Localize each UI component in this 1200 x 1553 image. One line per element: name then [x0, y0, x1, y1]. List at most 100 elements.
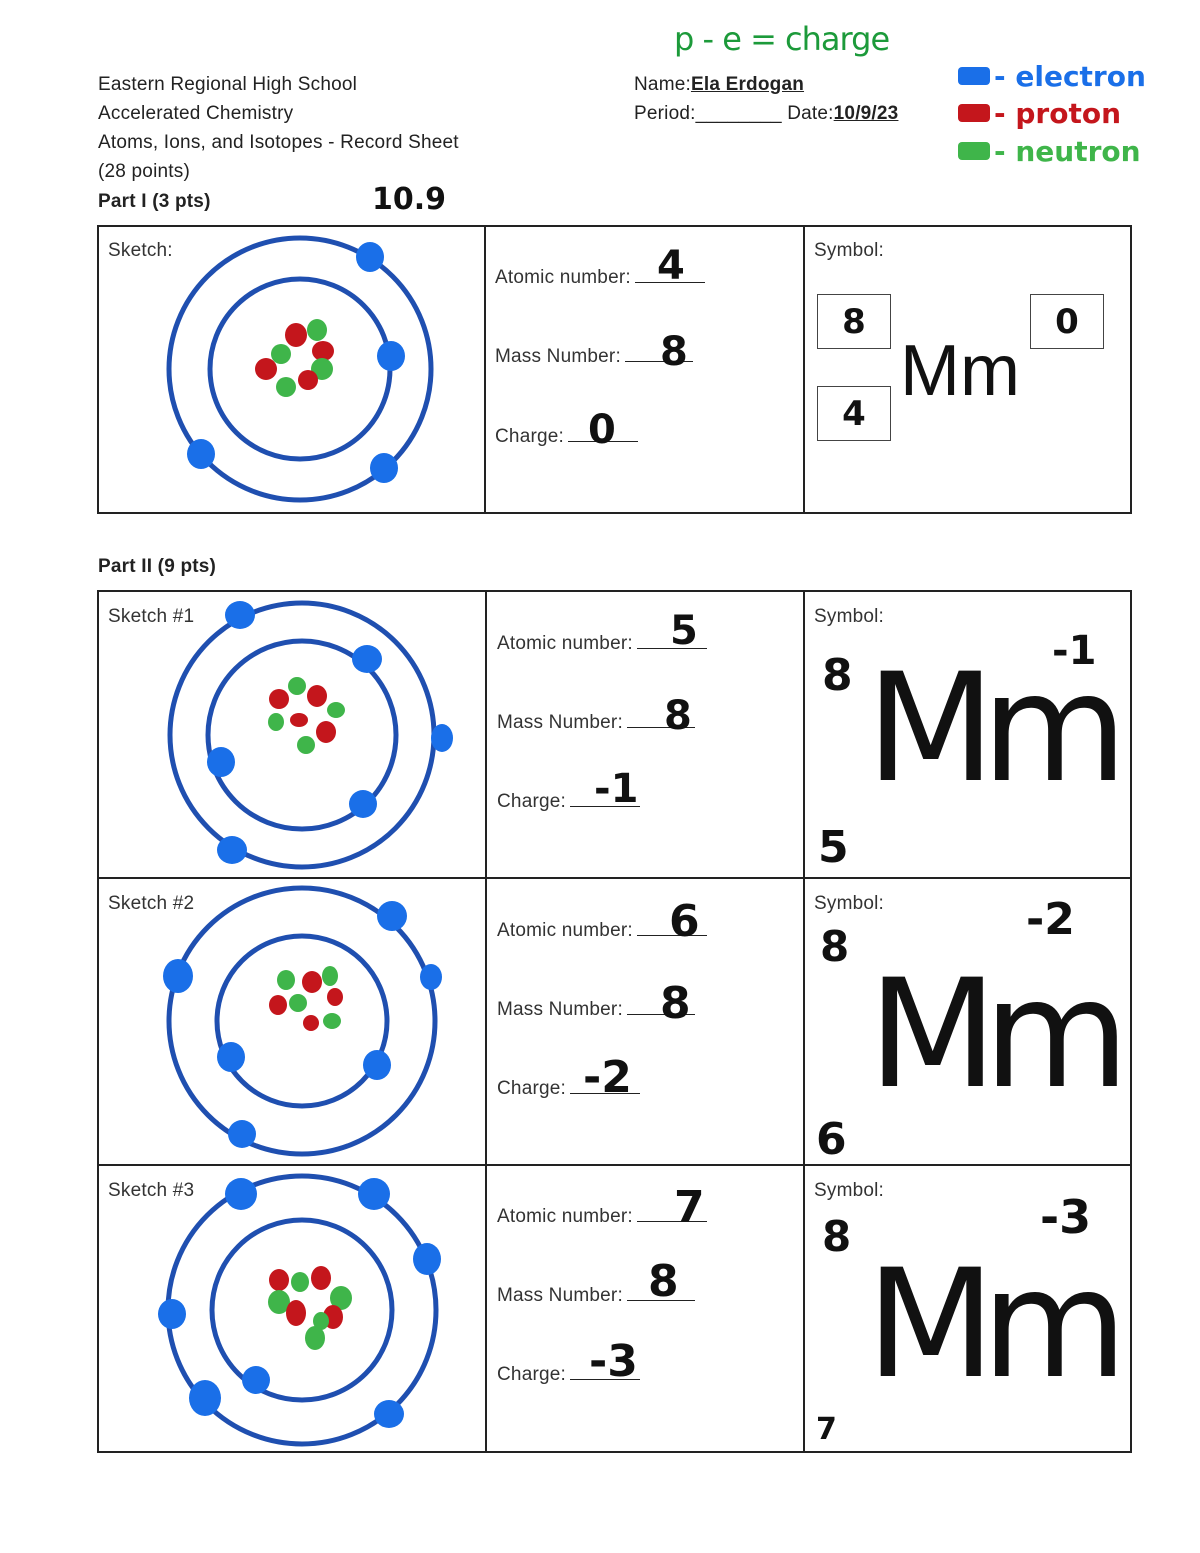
row3-symbol-mass[interactable]: 8 — [822, 1212, 852, 1261]
electron — [363, 1050, 391, 1080]
row2-symbol-atomic[interactable]: 6 — [816, 1114, 847, 1165]
proton — [269, 689, 289, 709]
row2-mass-value[interactable]: 8 — [660, 978, 691, 1029]
charge-label: Charge: — [497, 1078, 566, 1099]
legend-neutron: - neutron — [958, 132, 1146, 170]
row1-mass-value[interactable]: 8 — [664, 693, 692, 739]
mass-blank[interactable] — [626, 1013, 695, 1015]
mass-label: Mass Number: — [497, 999, 623, 1020]
charge-label: Charge: — [495, 426, 564, 447]
atomic-blank[interactable] — [634, 281, 705, 283]
mass-label: Mass Number: — [495, 346, 621, 367]
row1-symbol-charge[interactable]: -1 — [1052, 628, 1097, 674]
neutron — [297, 736, 315, 754]
atomic-blank[interactable] — [636, 934, 707, 936]
legend-proton-label: - proton — [994, 96, 1122, 130]
proton — [312, 341, 334, 361]
row1-charge-value[interactable]: -1 — [594, 766, 639, 812]
symbol-text: Mm — [900, 331, 1020, 411]
proton-swatch — [958, 104, 990, 122]
inner-orbit — [214, 933, 390, 1109]
school-name: Eastern Regional High School — [98, 74, 358, 95]
period-label[interactable]: Period:________ — [634, 103, 782, 124]
row1-mass: Mass Number: — [497, 712, 695, 734]
part2-title: Part II (9 pts) — [98, 556, 217, 577]
neutron — [313, 1312, 329, 1330]
date-value[interactable]: 10/9/23 — [833, 103, 899, 124]
electron-swatch — [958, 67, 990, 85]
row1-symbol-text: Mm — [866, 642, 1128, 816]
charge-blank[interactable] — [570, 805, 640, 807]
proton — [269, 1269, 289, 1291]
row2-charge-value[interactable]: -2 — [583, 1052, 632, 1103]
electron — [225, 1178, 257, 1210]
row3-symbol-text: Mm — [866, 1238, 1128, 1412]
part1-atomic-row: Atomic number: — [495, 267, 705, 289]
electron — [242, 1366, 270, 1394]
sketch2-atom[interactable] — [155, 884, 455, 1164]
part2-table — [97, 590, 1132, 1453]
atomic-blank[interactable] — [636, 1220, 707, 1222]
charge-blank[interactable] — [568, 440, 638, 442]
sheet-title: Atoms, Ions, and Isotopes - Record Sheet — [98, 132, 459, 153]
legend-neutron-label: - neutron — [994, 134, 1141, 168]
part1-title: Part I (3 pts) — [98, 191, 211, 212]
sketch1-label: Sketch #1 — [108, 606, 195, 627]
inner-orbit — [205, 638, 399, 832]
sketch2-label: Sketch #2 — [108, 893, 195, 914]
charge-blank[interactable] — [570, 1378, 640, 1380]
electron — [187, 439, 215, 469]
electron — [420, 964, 442, 990]
proton — [286, 1300, 306, 1326]
part2-row-divider — [97, 877, 1132, 879]
part2-divider — [803, 590, 805, 1453]
course-name: Accelerated Chemistry — [98, 103, 294, 124]
row1-symbol-mass[interactable]: 8 — [822, 650, 853, 701]
proton — [255, 358, 277, 380]
charge-value[interactable]: 0 — [588, 407, 616, 453]
mass-blank[interactable] — [626, 1299, 695, 1301]
neutron — [291, 1272, 309, 1292]
period-date-line: Period:________ Date:10/9/23 — [634, 99, 898, 128]
mass-blank[interactable] — [624, 360, 693, 362]
proton — [327, 988, 343, 1006]
row3-mass-value[interactable]: 8 — [648, 1256, 679, 1307]
electron — [228, 1120, 256, 1148]
electron — [217, 836, 247, 864]
points-total: (28 points) — [98, 161, 190, 182]
row3-atomic-value[interactable]: 7 — [674, 1182, 705, 1233]
sketch3-atom[interactable] — [155, 1170, 455, 1450]
row1-symbol-label: Symbol: — [814, 606, 885, 627]
part1-mass-row: Mass Number: — [495, 346, 693, 368]
atomic-label: Atomic number: — [495, 267, 631, 288]
electron — [374, 1400, 404, 1428]
part1-atom-sketch[interactable] — [160, 232, 445, 507]
row2-atomic-value[interactable]: 6 — [669, 896, 700, 947]
atomic-value[interactable]: 4 — [657, 243, 685, 289]
neutron — [289, 994, 307, 1012]
row1-atomic-value[interactable]: 5 — [670, 608, 698, 654]
row1-charge: Charge: — [497, 791, 640, 813]
proton — [307, 685, 327, 707]
sketch1-atom[interactable] — [160, 598, 460, 878]
charge-blank[interactable] — [570, 1092, 640, 1094]
symbol-charge-box[interactable]: 0 — [1030, 294, 1104, 349]
mass-blank[interactable] — [626, 726, 695, 728]
row3-symbol-atomic[interactable]: 7 — [816, 1412, 837, 1447]
row3-symbol-label: Symbol: — [814, 1180, 885, 1201]
mass-value[interactable]: 8 — [660, 329, 688, 375]
outer-orbit — [166, 235, 434, 503]
legend-electron: - electron — [958, 58, 1146, 94]
name-value[interactable]: Ela Erdogan — [690, 74, 805, 95]
neutron — [305, 1326, 325, 1350]
row1-symbol-atomic[interactable]: 5 — [818, 822, 849, 873]
row3-symbol-charge[interactable]: -3 — [1040, 1190, 1092, 1244]
row3-charge-value[interactable]: -3 — [589, 1336, 638, 1387]
mass-label: Mass Number: — [497, 712, 623, 733]
symbol-mass-box[interactable]: 8 — [817, 294, 891, 349]
row2-symbol-mass[interactable]: 8 — [820, 922, 850, 971]
neutron — [311, 358, 333, 380]
row2-symbol-charge[interactable]: -2 — [1026, 894, 1075, 945]
symbol-atomic-box[interactable]: 4 — [817, 386, 891, 441]
atomic-blank[interactable] — [636, 647, 707, 649]
